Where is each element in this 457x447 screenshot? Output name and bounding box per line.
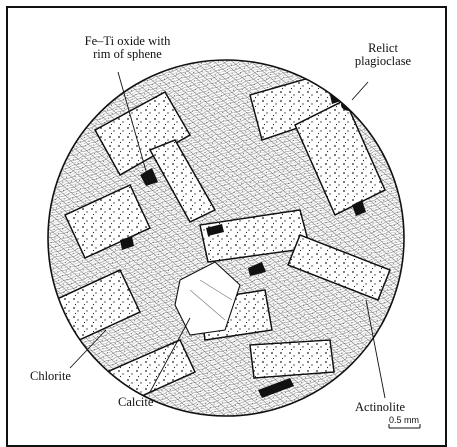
- relict-plagioclase-label: Relict plagioclase: [348, 42, 418, 68]
- field-of-view: [40, 50, 420, 430]
- chlorite-label: Chlorite: [30, 370, 71, 383]
- calcite-label: Calcite: [118, 396, 153, 409]
- fe-ti-oxide-label: Fe–Ti oxide with rim of sphene: [60, 35, 195, 61]
- scale-bar-label: 0.5 mm: [389, 415, 419, 425]
- actinolite-label: Actinolite: [355, 401, 405, 414]
